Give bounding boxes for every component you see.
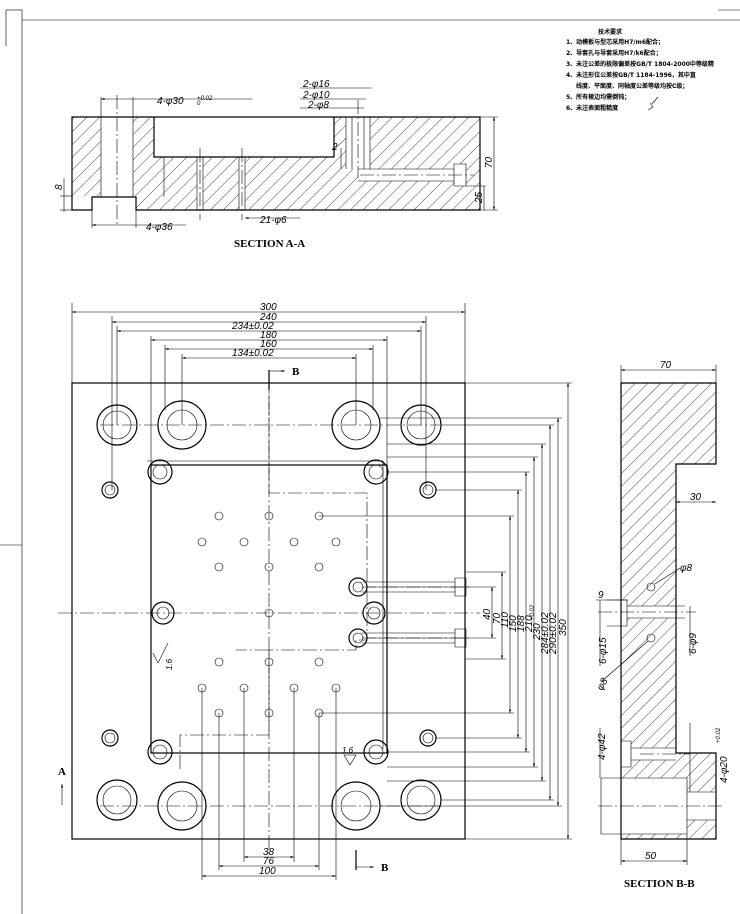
- dim-h2: 2: [331, 142, 338, 153]
- dim-bb-d15: 6-φ15: [598, 637, 609, 664]
- technical-notes: 技术要求 1、动模板与型芯采用H7/m6配合； 2、导套孔与导套采用H7/k6配…: [566, 28, 714, 112]
- plan-vertical-dims: 40 70 110 150 188 210 230: [319, 382, 572, 840]
- dim-h25: 25: [474, 191, 485, 204]
- note-item: 6、未注表面粗糙度: [566, 104, 619, 112]
- dim-h230: 230: [532, 623, 543, 641]
- note-item: 线度、平面度、同轴度公差等级均按C级；: [576, 82, 688, 90]
- plan-view: 300 240 234±0.02 180 160 134±0.02: [58, 302, 572, 880]
- dim-bb-w30: 30: [690, 492, 702, 503]
- dim-bore-top: 4-φ30: [157, 96, 184, 107]
- dim-d8: 2-φ8: [307, 100, 329, 111]
- dim-bb-d20: 4-φ20: [719, 756, 730, 783]
- dim-h284: 284±0.02: [540, 612, 551, 655]
- section-aa-title: SECTION A-A: [234, 238, 305, 250]
- dim-b38: 38: [263, 847, 275, 858]
- dim-bb-d20-tol: +0.02: [716, 727, 722, 743]
- dim-h110: 110: [500, 612, 511, 628]
- dim-h8: 8: [54, 184, 65, 190]
- dim-h230-tol: +0.02: [530, 604, 536, 620]
- dim-bb-n9: 9: [598, 590, 604, 601]
- dim-d10: 2-φ10: [302, 90, 330, 101]
- dim-d16: 2-φ16: [302, 79, 330, 90]
- roughness-symbol-icon: [343, 754, 357, 766]
- section-marker-b-bottom: B: [381, 862, 389, 874]
- roughness-symbol-icon: [152, 642, 169, 664]
- note-item: 2、导套孔与导套采用H7/k6配合；: [566, 49, 662, 57]
- dim-h290: 290±0.02: [548, 612, 559, 655]
- dim-h40: 40: [482, 608, 493, 620]
- note-item: 4、未注形位公差按GB/T 1184-1996，其中直: [566, 71, 696, 79]
- dim-w160: 160: [260, 339, 277, 350]
- dim-b76: 76: [263, 856, 275, 867]
- roughness-label-1: 1.6: [165, 658, 174, 670]
- dim-h188: 188: [516, 615, 527, 632]
- note-item: 1、动模板与型芯采用H7/m6配合；: [566, 38, 664, 46]
- dim-w234: 234±0.02: [231, 321, 274, 332]
- dim-bb-w50: 50: [645, 851, 657, 862]
- section-aa-view: 4-φ30 +0.02 0 2-φ16 2-φ10 2-φ8 2 70 25 8…: [54, 79, 498, 250]
- dim-cb36: 4-φ36: [146, 222, 173, 233]
- dim-bb-d8a: φ8: [680, 563, 693, 574]
- dim-w240: 240: [259, 312, 277, 323]
- roughness-label-2: 1.6: [342, 746, 354, 755]
- dim-h350: 350: [558, 619, 569, 636]
- dim-bore-tol2: 0: [197, 101, 201, 107]
- cavity-corner-holes: [147, 459, 389, 765]
- dim-bb-w70: 70: [660, 360, 672, 371]
- dim-b100: 100: [259, 866, 276, 877]
- dim-bb-d42: 4-φ42: [597, 733, 608, 760]
- dim-bb-d8b: φ8: [595, 676, 611, 692]
- dim-bb-d9: 6-φ9: [688, 633, 699, 654]
- note-item: 5、所有棱边均需倒钝；: [566, 93, 630, 101]
- note-item: 3、未注公差的极限偏差按GB/T 1804-2000中等级精: [566, 60, 714, 68]
- dim-holes: 21-φ6: [259, 215, 287, 226]
- dim-h70p: 70: [492, 612, 503, 624]
- dim-h150: 150: [508, 615, 519, 632]
- section-marker-a: A: [58, 766, 66, 778]
- dim-h210: 210: [524, 615, 535, 633]
- section-bb-title: SECTION B-B: [624, 878, 695, 890]
- notes-title: 技术要求: [598, 28, 623, 36]
- dim-w180: 180: [260, 330, 277, 341]
- dim-bore-tol: +0.02: [197, 96, 213, 102]
- sheet-border: [0, 9, 740, 914]
- plan-bottom-dims: 38 76 100: [201, 688, 337, 880]
- section-marker-b-top: B: [292, 366, 300, 378]
- dim-w134: 134±0.02: [232, 348, 274, 359]
- roughness-symbol-icon: [647, 96, 659, 111]
- section-bb-view: 70 30 φ8 9 6-φ15 6-φ9 φ8 4-φ42 4-φ20 +0.…: [595, 360, 730, 890]
- dim-w300: 300: [260, 302, 277, 313]
- dim-h70: 70: [484, 156, 495, 168]
